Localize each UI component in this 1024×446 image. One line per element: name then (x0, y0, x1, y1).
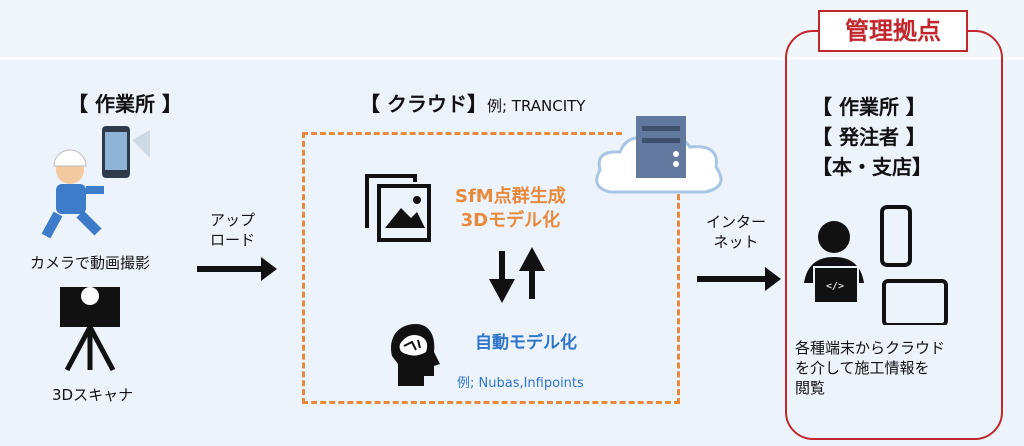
worker-with-phone-icon (41, 126, 150, 239)
brain-head-icon (391, 324, 440, 386)
auto-model-text: 自動モデル化 (475, 333, 577, 353)
cloud-box-top (302, 132, 622, 135)
hub-description: 各種端末からクラウド を介して施工情報を 閲覧 (795, 338, 945, 398)
auto-example-text: 例; Nubas,Infipoints (457, 376, 584, 391)
internet-label: インターネット (706, 212, 766, 252)
cloud-title-text: 【 クラウド】 (360, 92, 487, 116)
cloud-box (302, 132, 680, 404)
hub-desc-line1: 各種端末からクラウド (795, 339, 946, 357)
upload-label: アップロード (210, 210, 255, 250)
sfm-line2: 3Dモデル化 (460, 210, 561, 231)
hub-role-office: 【本・支店】 (812, 155, 932, 179)
hub-title: 管理拠点 (818, 10, 968, 52)
upload-label-line1: アップ (210, 211, 256, 229)
cloud-server-icon (595, 116, 723, 194)
scanner-label: 3Dスキャナ (52, 386, 134, 404)
internet-arrow (697, 267, 781, 291)
camera-label: カメラで動画撮影 (30, 254, 151, 272)
images-icon (365, 174, 431, 242)
upload-label-line2: ロード (210, 231, 256, 249)
cloud-example: 例; TRANCITY (486, 97, 586, 115)
3d-scanner-icon (60, 287, 120, 372)
hub-role-site: 【 作業所 】 (812, 95, 926, 119)
sfm-line1: SfM点群生成 (455, 186, 566, 207)
bidirectional-arrows-icon (489, 247, 545, 303)
user-devices-icon: </> (804, 205, 948, 325)
site-title: 【 作業所 】 (68, 92, 182, 116)
svg-text:</>: </> (826, 281, 844, 292)
hub-desc-line2: を介して施工情報を (795, 359, 930, 377)
hub-roles: 【 作業所 】 【 発注者 】 【本・支店】 (812, 92, 932, 182)
cloud-title: 【 クラウド】例; TRANCITY (360, 88, 585, 117)
hub-desc-line3: 閲覧 (795, 379, 826, 397)
upload-arrow (197, 257, 277, 281)
internet-label-line2: ネット (713, 233, 759, 251)
hub-role-client: 【 発注者 】 (812, 125, 926, 149)
internet-label-line1: インター (706, 213, 767, 231)
sfm-text: SfM点群生成 3Dモデル化 (455, 185, 566, 233)
